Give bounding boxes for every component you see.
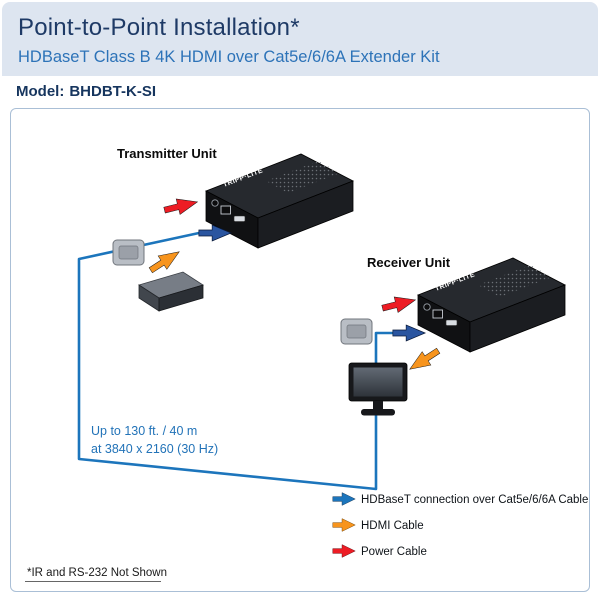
- model-label: Model:: [16, 83, 65, 100]
- display-monitor: [348, 362, 408, 416]
- page-title: Point-to-Point Installation*: [18, 14, 300, 41]
- power-cable-arrow-rx-icon: [380, 291, 418, 317]
- power-port: [423, 303, 431, 311]
- monitor-screen: [353, 367, 403, 397]
- page-subtitle: HDBaseT Class B 4K HDMI over Cat5e/6/6A …: [18, 48, 440, 66]
- power-port: [211, 199, 219, 207]
- receiver-vent-grid: [478, 265, 552, 297]
- model-value: BHDBT-K-SI: [69, 83, 156, 100]
- transmitter-vent-grid: [266, 161, 340, 193]
- distance-note-line1: Up to 130 ft. / 40 m: [91, 424, 197, 438]
- transmitter-power-adapter: [112, 239, 145, 266]
- hdmi-port: [233, 215, 246, 222]
- receiver-unit: TRIPP·LITE: [417, 257, 566, 353]
- adapter-face: [118, 245, 139, 260]
- power-legend-arrow-icon: [332, 544, 356, 558]
- receiver-power-adapter: [340, 318, 373, 345]
- adapter-face: [346, 324, 367, 339]
- monitor-stand: [361, 409, 395, 416]
- distance-note-line2: at 3840 x 2160 (30 Hz): [91, 442, 218, 456]
- hdmi-cable-arrow-tx-icon: [145, 244, 185, 278]
- hdmi-port: [445, 319, 458, 326]
- hdbaset-legend-arrow-icon: [332, 492, 356, 506]
- monitor-neck: [373, 401, 383, 409]
- legend-label-power: Power Cable: [361, 546, 427, 558]
- source-front-face: [158, 284, 204, 312]
- hdmi-legend-arrow-icon: [332, 518, 356, 532]
- legend: HDBaseT connection over Cat5e/6/6A Cable…: [332, 492, 588, 558]
- legend-label-hdbaset: HDBaseT connection over Cat5e/6/6A Cable: [361, 494, 588, 506]
- hdbaset-connector-rx-icon: [392, 324, 426, 342]
- power-cable-arrow-tx-icon: [162, 193, 200, 219]
- hdbaset-port: [220, 205, 231, 215]
- transmitter-label: Transmitter Unit: [117, 146, 217, 161]
- header: Point-to-Point Installation* HDBaseT Cla…: [2, 2, 598, 76]
- transmitter-unit: TRIPP·LITE: [205, 153, 354, 249]
- source-device: [138, 271, 204, 312]
- transmitter-side-face: [257, 180, 354, 249]
- legend-label-hdmi: HDMI Cable: [361, 520, 424, 532]
- hdbaset-cable-path: [77, 231, 395, 491]
- installation-diagram: Transmitter Unit TRIPP·LITE Receiver Uni…: [25, 146, 588, 582]
- footnote: *IR and RS-232 Not Shown: [27, 567, 167, 579]
- hdmi-cable-arrow-rx-icon: [404, 343, 444, 377]
- receiver-label: Receiver Unit: [367, 255, 451, 270]
- model-row: Model:BHDBT-K-SI: [0, 76, 600, 108]
- receiver-side-face: [469, 284, 566, 353]
- hdbaset-port: [432, 309, 443, 319]
- diagram-panel: Transmitter Unit TRIPP·LITE Receiver Uni…: [10, 108, 590, 592]
